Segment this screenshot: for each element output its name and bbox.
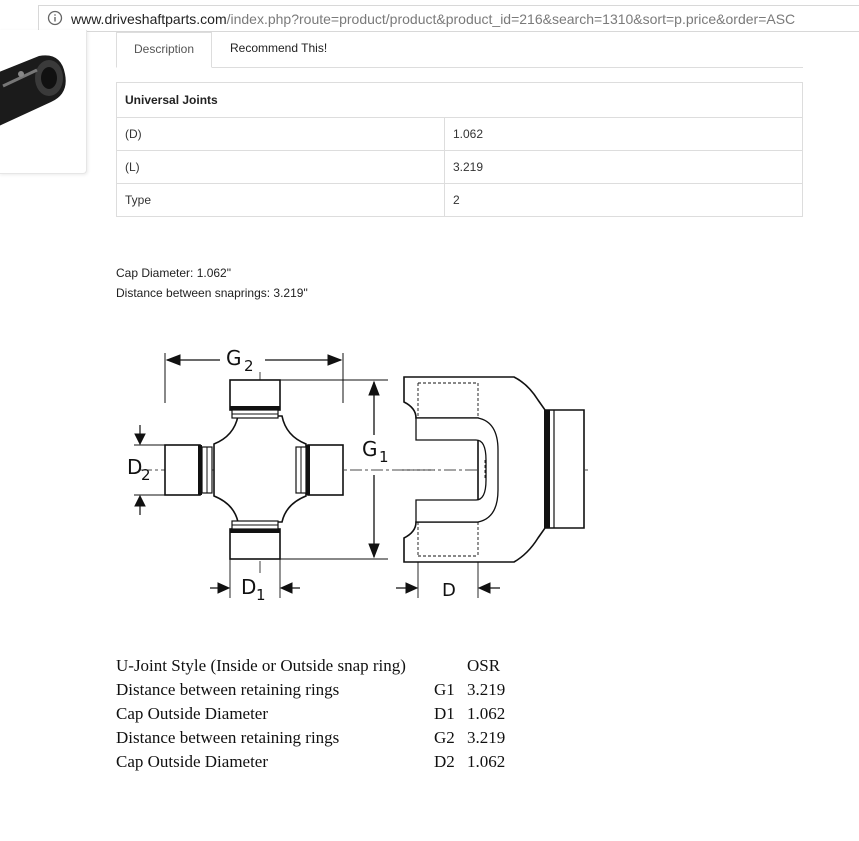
table-row: (L) 3.219	[116, 150, 803, 184]
url-field[interactable]	[38, 5, 859, 32]
spec-table-title: Universal Joints	[116, 82, 803, 118]
product-tabs: Description Recommend This!	[116, 32, 803, 68]
spec-value: 1.062	[444, 117, 803, 151]
d1-subscript: 1	[256, 586, 266, 604]
row-code: G2	[434, 728, 455, 747]
row-code: D2	[434, 752, 455, 771]
snapring-distance-text: Distance between snaprings: 3.219"	[116, 286, 308, 300]
g2-label: G	[226, 346, 242, 370]
table-row: Distance between retaining rings G2 3.21…	[116, 726, 505, 750]
address-bar: www.driveshaftparts.com/index.php?route=…	[0, 0, 859, 36]
g1-subscript: 1	[379, 448, 389, 466]
table-row: Cap Outside Diameter D1 1.062	[116, 702, 505, 726]
product-thumbnail[interactable]	[0, 30, 87, 174]
d1-label: D	[241, 575, 256, 599]
row-code: D1	[434, 704, 455, 723]
spec-label: (D)	[116, 117, 445, 151]
url-path: /index.php?route=product/product&product…	[226, 11, 796, 27]
product-image	[0, 55, 66, 126]
style-value: OSR	[467, 656, 501, 675]
info-icon[interactable]	[47, 10, 63, 26]
cap-diameter-text: Cap Diameter: 1.062"	[116, 266, 231, 280]
url-text[interactable]: www.driveshaftparts.com/index.php?route=…	[71, 11, 795, 27]
spec-label: (L)	[116, 150, 445, 184]
row-label: Distance between retaining rings	[116, 728, 340, 747]
table-row: Type 2	[116, 183, 803, 217]
ujoint-diagram: G 2 G 1 D 2 D 1	[127, 346, 590, 604]
url-host: www.driveshaftparts.com	[71, 11, 227, 27]
style-label: U-Joint Style (Inside or Outside snap ri…	[116, 656, 406, 675]
d2-label: D	[127, 455, 142, 479]
spec-value: 2	[444, 183, 803, 217]
spec-label: Type	[116, 183, 445, 217]
table-row: Cap Outside Diameter D2 1.062	[116, 750, 505, 774]
spec-value: 3.219	[444, 150, 803, 184]
row-code: G1	[434, 680, 455, 699]
g1-label: G	[362, 437, 378, 461]
row-label: Cap Outside Diameter	[116, 704, 269, 723]
row-label: Distance between retaining rings	[116, 680, 340, 699]
g2-subscript: 2	[244, 357, 254, 375]
spec-table: Universal Joints (D) 1.062 (L) 3.219 Typ…	[116, 82, 803, 217]
row-value: 1.062	[467, 704, 506, 723]
row-value: 3.219	[467, 728, 506, 747]
d-label: D	[442, 580, 456, 601]
tab-recommend[interactable]: Recommend This!	[230, 41, 328, 55]
ujoint-spec-table: U-Joint Style (Inside or Outside snap ri…	[116, 654, 505, 774]
tab-description[interactable]: Description	[116, 32, 212, 68]
d2-subscript: 2	[141, 466, 151, 484]
style-code	[434, 654, 467, 678]
table-row: U-Joint Style (Inside or Outside snap ri…	[116, 654, 505, 678]
row-value: 1.062	[467, 752, 506, 771]
table-row: Distance between retaining rings G1 3.21…	[116, 678, 505, 702]
row-value: 3.219	[467, 680, 506, 699]
row-label: Cap Outside Diameter	[116, 752, 269, 771]
table-header-row: Universal Joints	[116, 82, 803, 118]
table-row: (D) 1.062	[116, 117, 803, 151]
description-text: Cap Diameter: 1.062" Distance between sn…	[116, 263, 308, 303]
